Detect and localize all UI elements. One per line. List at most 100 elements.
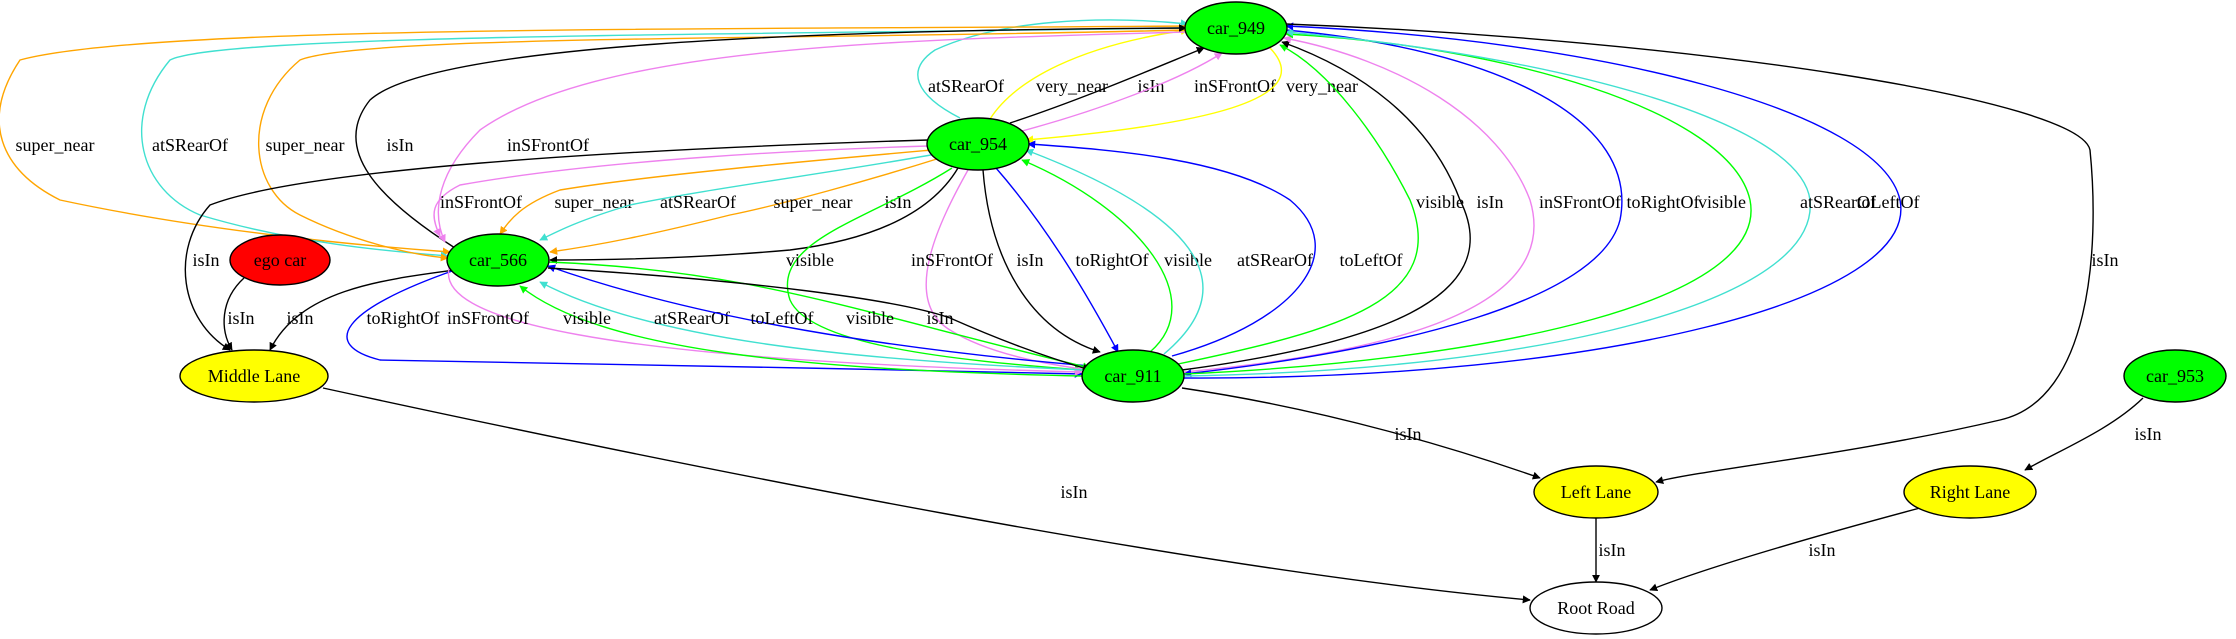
edge-label: atSRearOf [1237, 250, 1313, 270]
edge-car_911-car_949: visible [1177, 44, 1464, 365]
node-label: Left Lane [1561, 482, 1631, 502]
edge-label: isIn [927, 308, 954, 328]
node-ellipse [1533, 465, 1659, 519]
edge-line [355, 24, 1187, 249]
edge-label: toLeftOf [751, 308, 814, 328]
node-label: ego car [254, 250, 306, 270]
edge-car_954-car_911: inSFrontOf [911, 169, 1091, 374]
edge-label: isIn [1017, 250, 1044, 270]
edge-label: visible [846, 308, 894, 328]
edge-car_911-car_949: visible [1183, 30, 1752, 375]
edge-label: toLeftOf [1340, 250, 1403, 270]
edge-line [1183, 29, 1623, 378]
node-car-953: car_953 [2123, 349, 2227, 403]
edge-line [269, 269, 456, 351]
node-car-911: car_911 [1081, 349, 1185, 403]
edge-line [1025, 47, 1283, 144]
edge-line [1181, 40, 1471, 371]
edge-label: visible [786, 250, 834, 270]
edge-label: super_near [266, 135, 345, 155]
edge-line [539, 281, 1087, 371]
edge-label: isIn [1809, 540, 1836, 560]
edge-label: very_near [1036, 76, 1108, 96]
edge-line [223, 277, 245, 351]
edge-label: isIn [1599, 540, 1626, 560]
node-label: car_954 [949, 134, 1007, 154]
edge-car_911-car_949: isIn [1181, 40, 1504, 371]
node-ellipse [229, 234, 331, 286]
edge-line [1183, 22, 1902, 379]
node-label: Root Road [1557, 598, 1635, 618]
edge-car_949-car_566: inSFrontOf [437, 31, 1187, 243]
edge-label: toRightOf [1075, 250, 1148, 270]
edge-label: visible [563, 308, 611, 328]
edge-car_911-left_lane: isIn [1181, 387, 1541, 480]
edge-label: visible [1164, 250, 1212, 270]
edge-label: isIn [1138, 76, 1165, 96]
edge-line [1021, 159, 1173, 353]
edge-middle_lane-root_road: isIn [322, 387, 1531, 604]
edge-line [1649, 507, 1921, 592]
edge-label: isIn [193, 250, 220, 270]
edge-line [549, 157, 941, 255]
edge-label: inSFrontOf [1194, 76, 1276, 96]
edge-line [925, 169, 1091, 374]
node-ellipse [446, 233, 550, 287]
node-ellipse [926, 117, 1030, 171]
edge-label: isIn [287, 308, 314, 328]
edge-line [1021, 52, 1223, 132]
edge-line [433, 145, 929, 237]
edge-line [547, 267, 1091, 372]
node-right-lane: Right Lane [1903, 465, 2037, 519]
edge-car_566-car_911: visible [547, 261, 1091, 371]
node-label: car_953 [2146, 366, 2204, 386]
edge-car_911-car_566: visible [519, 285, 1083, 377]
edge-label: atSRearOf [152, 135, 228, 155]
node-ellipse [1529, 581, 1663, 635]
edge-label: inSFrontOf [1539, 192, 1621, 212]
edge-line [786, 167, 1083, 374]
edge-line [1009, 47, 1205, 124]
edge-line [322, 387, 1531, 604]
node-ellipse [1903, 465, 2037, 519]
edge-label: inSFrontOf [507, 135, 589, 155]
edge-line [447, 264, 1083, 376]
node-label: car_566 [469, 250, 527, 270]
edge-line [1285, 23, 2094, 484]
edge-car_954-car_911: isIn [982, 169, 1101, 354]
edge-label: toLeftOf [1857, 192, 1920, 212]
edge-car_911-car_949: toLeftOf [1183, 22, 1920, 379]
edge-line [547, 261, 1091, 371]
edge-line [184, 139, 929, 351]
edge-label: very_near [1286, 76, 1358, 96]
edge-line [437, 31, 1187, 243]
edge-label: inSFrontOf [440, 192, 522, 212]
edge-line [1183, 30, 1752, 375]
edge-line [2024, 397, 2144, 471]
edge-left_lane-root_road: isIn [1592, 518, 1626, 583]
edge-label: isIn [228, 308, 255, 328]
node-left-lane: Left Lane [1533, 465, 1659, 519]
edge-label: isIn [885, 192, 912, 212]
edge-label: toRightOf [1626, 192, 1699, 212]
edge-car_954-car_566: super_near [499, 149, 933, 235]
edge-car_566-car_949: isIn [355, 24, 1187, 249]
edge-car_954-car_949: atSRearOf [917, 19, 1189, 119]
edge-car_954-car_949: inSFrontOf [1021, 52, 1276, 132]
edge-car_911-car_566: toLeftOf [547, 264, 1091, 367]
edge-line [499, 149, 933, 235]
edge-car_911-car_949: inSFrontOf [1183, 35, 1621, 373]
edge-car_566-car_911: isIn [547, 267, 1091, 372]
node-ellipse [179, 349, 329, 403]
edge-car_566-middle_lane: isIn [269, 269, 456, 351]
node-ellipse [1184, 1, 1288, 55]
node-middle-lane: Middle Lane [179, 349, 329, 403]
edge-label: super_near [16, 135, 95, 155]
node-label: car_949 [1207, 18, 1265, 38]
edge-car_911-car_954: toLeftOf [1027, 140, 1403, 357]
edge-label: isIn [1477, 192, 1504, 212]
edge-label: toRightOf [366, 308, 439, 328]
edge-car_949-left_lane: isIn [1285, 23, 2119, 484]
edge-label: super_near [555, 192, 634, 212]
